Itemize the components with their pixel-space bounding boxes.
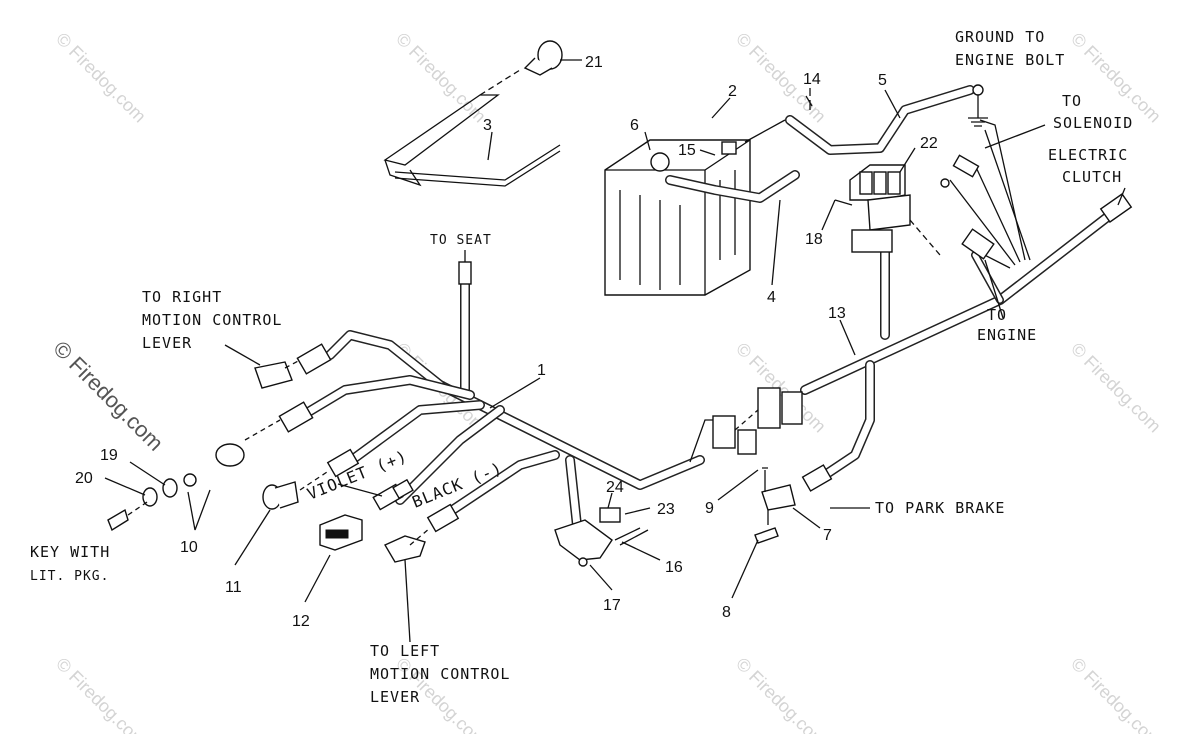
bracket-assembly: [554, 507, 649, 567]
light-parts: [262, 448, 414, 511]
callout-12: 12: [292, 613, 310, 630]
callout-9: 9: [705, 500, 714, 517]
watermark-tile: © Firedog.com: [1067, 339, 1165, 437]
watermark-tile: © Firedog.com: [732, 654, 830, 734]
engine-connector: [961, 228, 995, 260]
watermark-main: © Firedog.com: [48, 336, 168, 456]
label-key-1: KEY WITH: [30, 543, 110, 561]
label-clutch-1: ELECTRIC: [1048, 146, 1128, 164]
callout-2: 2: [728, 83, 737, 100]
callout-4: 4: [767, 289, 776, 306]
power-socket: [319, 514, 363, 551]
battery-hold-down: [383, 69, 561, 187]
label-right-motion-2: MOTION CONTROL: [142, 311, 282, 329]
callout-18: 18: [805, 231, 823, 248]
callout-22: 22: [920, 135, 938, 152]
ignition-parts: [107, 401, 314, 532]
callout-5: 5: [878, 72, 887, 89]
label-ground-1: GROUND TO: [955, 28, 1045, 46]
label-to-seat: TO SEAT: [430, 233, 492, 248]
watermark-tiles: © Firedog.com © Firedog.com © Firedog.co…: [52, 29, 1165, 734]
callout-6: 6: [630, 117, 639, 134]
center-connectors: [689, 387, 803, 463]
watermark-tile: © Firedog.com: [52, 29, 150, 127]
callout-numbers: 1 2 3 4 5 6 7 8 9 10 11 12 13 14 15 16 1…: [75, 54, 938, 630]
callout-11: 11: [225, 579, 242, 596]
callout-10: 10: [180, 539, 198, 556]
callout-21: 21: [585, 54, 603, 71]
callout-20: 20: [75, 470, 93, 487]
watermark-tile: © Firedog.com: [1067, 29, 1165, 127]
text-labels: TO SEAT TO RIGHT MOTION CONTROL LEVER GR…: [30, 28, 1133, 706]
label-solenoid-1: TO: [1062, 92, 1082, 110]
park-brake-switch: [754, 464, 833, 544]
label-left-motion-3: LEVER: [370, 688, 420, 706]
callout-17: 17: [603, 597, 621, 614]
label-solenoid-2: SOLENOID: [1053, 114, 1133, 132]
leader-lines: [104, 59, 1126, 643]
right-motion-connector: [254, 343, 332, 389]
callout-13: 13: [828, 305, 846, 322]
left-motion-connector: [384, 503, 460, 563]
callout-8: 8: [722, 604, 731, 621]
main-harness: [290, 210, 1115, 540]
label-key-2: LIT. PKG.: [30, 569, 109, 584]
label-left-motion-2: MOTION CONTROL: [370, 665, 510, 683]
terminal-boot: [523, 40, 563, 76]
label-clutch-2: CLUTCH: [1062, 168, 1122, 186]
battery-terminal-cap: [650, 152, 670, 172]
label-park-brake: TO PARK BRAKE: [875, 499, 1005, 517]
relay-assembly: [834, 164, 941, 256]
callout-24: 24: [606, 479, 624, 496]
callout-15: 15: [678, 142, 696, 159]
solenoid-connector: [940, 154, 980, 188]
label-right-motion-3: LEVER: [142, 334, 192, 352]
callout-1: 1: [537, 362, 546, 379]
seat-connector: [458, 261, 472, 285]
label-left-motion-1: TO LEFT: [370, 642, 440, 660]
watermark-tile: © Firedog.com: [1067, 654, 1165, 734]
label-right-motion-1: TO RIGHT: [142, 288, 222, 306]
ground-symbol: [968, 95, 988, 127]
watermark-tile: © Firedog.com: [52, 654, 150, 734]
electric-clutch-connector: [1099, 193, 1133, 223]
label-engine-1: TO: [987, 306, 1007, 324]
callout-23: 23: [657, 501, 675, 518]
callout-7: 7: [823, 527, 832, 544]
label-ground-2: ENGINE BOLT: [955, 51, 1065, 69]
label-engine-2: ENGINE: [977, 326, 1037, 344]
callout-3: 3: [483, 117, 492, 134]
callout-16: 16: [665, 559, 683, 576]
callout-19: 19: [100, 447, 118, 464]
battery: [604, 139, 751, 296]
callout-14: 14: [803, 71, 821, 88]
